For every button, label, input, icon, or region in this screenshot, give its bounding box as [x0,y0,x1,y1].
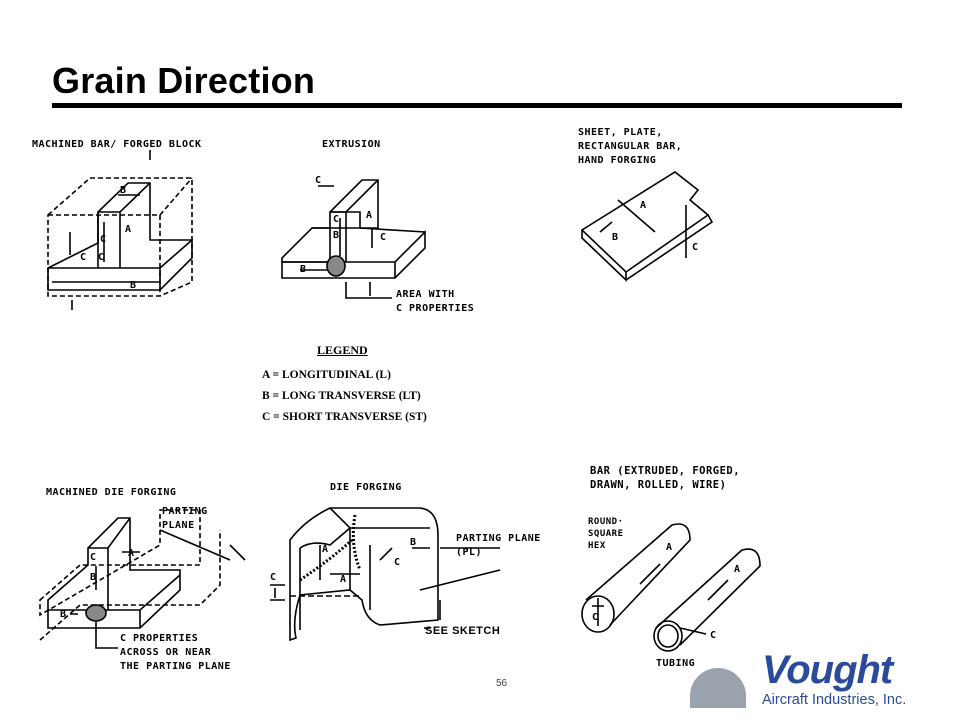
machined-bar-drawing [47,150,193,310]
axis-letter-b7: B [60,609,66,620]
parting-plane-label: PARTING PLANE [162,506,208,531]
bar-caption: BAR (EXTRUDED, FORGED, DRAWN, ROLLED, WI… [590,465,741,491]
axis-letter-b6: B [90,572,96,583]
axis-letter-b1: B [120,185,126,196]
axis-letter-c2: C [80,252,86,263]
axis-letter-b3: B [333,230,339,241]
machined-die-forging-drawing [39,509,246,649]
axis-letter-a6: A [340,574,346,585]
bar-shapes-label: ROUND· SQUARE HEX [588,517,624,551]
axis-letter-b4: B [300,264,306,275]
machined-die-forging-caption: MACHINED DIE FORGING [46,487,177,498]
see-sketch-note: SEE SKETCH [425,625,501,637]
title-underline [52,103,902,108]
legend-entry-b: B = LONG TRANSVERSE (LT) [262,390,421,402]
logo-emblem [690,668,746,708]
axis-letter-c3: C [98,252,104,263]
axis-letter-c5: C [333,214,339,225]
page-title: Grain Direction [52,60,316,101]
axis-letter-c12: C [710,630,716,641]
axis-letter-c11: C [592,612,598,623]
axis-letter-b2: B [130,280,136,291]
axis-letter-c9: C [394,557,400,568]
parting-plane-pl-label: PARTING PLANE (PL) [456,533,541,558]
axis-letter-c7: C [692,242,698,253]
sheet-drawing [580,171,714,282]
axis-letter-c4: C [315,175,321,186]
axis-letter-a7: A [666,542,672,553]
axis-letter-a5: A [322,544,328,555]
legend-entry-c: C = SHORT TRANSVERSE (ST) [262,411,427,423]
axis-letter-a8: A [734,564,740,575]
tubing-label: TUBING [656,658,696,669]
axis-letter-c6: C [380,232,386,243]
logo-subtitle: Aircraft Industries, Inc. [762,692,907,708]
legend: LEGEND A = LONGITUDINAL (L) B = LONG TRA… [262,340,427,428]
company-logo: Vought Aircraft Industries, Inc. [690,648,906,710]
logo-wordmark: Vought [762,648,893,692]
machined-bar-caption: MACHINED BAR/ FORGED BLOCK [32,139,202,150]
extrusion-note: AREA WITH C PROPERTIES [396,289,475,314]
page-number: 56 [496,678,508,689]
sheet-caption: SHEET, PLATE, RECTANGULAR BAR, HAND FORG… [578,127,683,166]
die-forging-drawing [270,507,501,642]
c-properties-note: C PROPERTIES ACROSS OR NEAR THE PARTING … [120,633,231,672]
extrusion-caption: EXTRUSION [322,139,381,150]
axis-letter-c1: C [100,234,106,245]
axis-letter-c10: C [270,572,276,583]
axis-letter-a2: A [366,210,372,221]
axis-letter-a1: A [125,224,131,235]
die-forging-caption: DIE FORGING [330,482,402,493]
axis-letter-c8: C [90,552,96,563]
legend-entry-a: A = LONGITUDINAL (L) [262,369,391,381]
axis-letter-b8: B [410,537,416,548]
axis-letter-a4: A [128,548,134,559]
legend-heading: LEGEND [317,343,368,357]
axis-letter-a3: A [640,200,646,211]
bar-drawing [581,523,761,652]
axis-letter-b5: B [612,232,618,243]
extrusion-drawing [281,179,426,299]
